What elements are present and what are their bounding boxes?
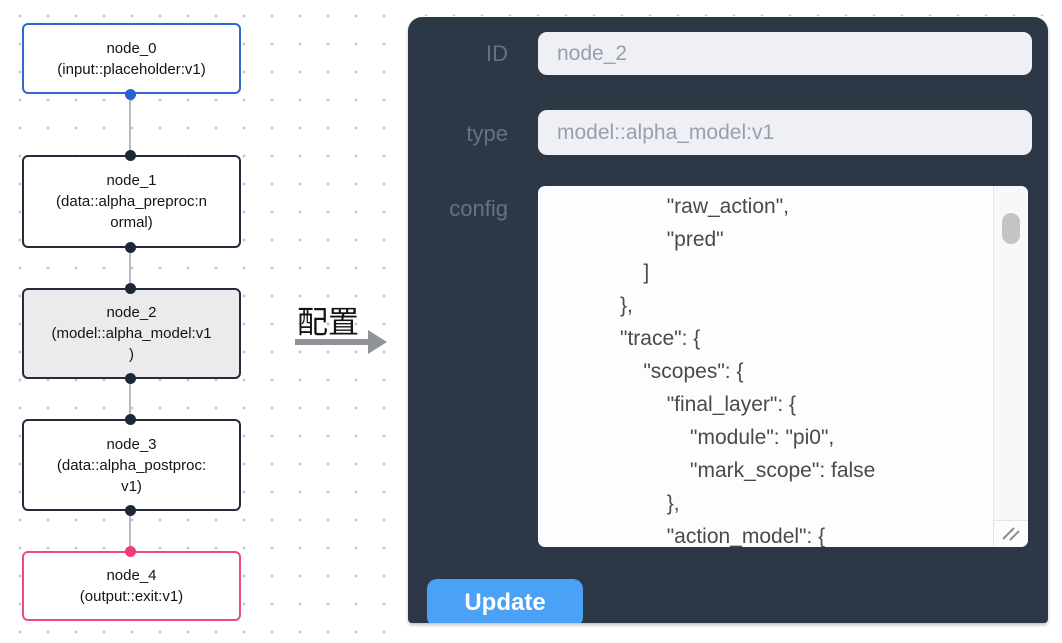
- config-panel: ID node_2 type model::alpha_model:v1 con…: [408, 17, 1048, 623]
- id-input[interactable]: node_2: [538, 32, 1032, 75]
- node-title: node_4: [106, 567, 157, 584]
- config-json-text[interactable]: "raw_action", "pred" ] }, "trace": { "sc…: [620, 195, 876, 547]
- node-node_4[interactable]: node_4 (output::exit:v1): [22, 551, 241, 621]
- update-button[interactable]: Update: [427, 579, 583, 623]
- right-arrow-head-icon: [368, 330, 387, 354]
- config-field-label: config: [449, 196, 508, 221]
- config-arrow-label: 配置: [297, 305, 359, 340]
- port-out-node_1[interactable]: [125, 242, 136, 253]
- edge-node3-node4[interactable]: [129, 510, 131, 552]
- port-in-node_2[interactable]: [125, 283, 136, 294]
- node-title: node_3: [106, 435, 157, 453]
- edge-node2-node3[interactable]: [129, 378, 131, 420]
- node-node_2-selected[interactable]: node_2 (model::alpha_model:v1 ): [22, 288, 241, 379]
- node-subtitle-line: (model::alpha_model:v1: [51, 325, 212, 342]
- node-subtitle-line: (output::exit:v1): [79, 588, 184, 605]
- node-subtitle-line: (data::alpha_postproc:: [56, 456, 207, 474]
- node-title: node_0: [106, 39, 157, 57]
- canvas-dot-strip: [406, 0, 1062, 16]
- node-node_3[interactable]: node_3 (data::alpha_postproc: v1): [22, 419, 241, 511]
- port-in-node_4[interactable]: [125, 546, 136, 557]
- id-field-label: ID: [486, 41, 508, 66]
- node-subtitle-line: ): [129, 346, 134, 363]
- port-in-node_1[interactable]: [125, 150, 136, 161]
- right-arrow-icon: [295, 339, 371, 345]
- node-subtitle-line: (input::placeholder:v1): [57, 60, 206, 78]
- config-textarea[interactable]: "raw_action", "pred" ] }, "trace": { "sc…: [538, 186, 1028, 547]
- edge-node1-node2[interactable]: [129, 247, 131, 289]
- resize-grip-icon: [1002, 527, 1020, 541]
- node-title: node_1: [106, 172, 157, 189]
- port-out-node_0[interactable]: [125, 89, 136, 100]
- port-in-node_3[interactable]: [125, 414, 136, 425]
- edge-node0-node1[interactable]: [129, 94, 131, 156]
- node-subtitle-line: v1): [121, 477, 142, 495]
- textarea-resize-handle[interactable]: [993, 520, 1028, 547]
- type-field-label: type: [466, 121, 508, 146]
- node-node_1[interactable]: node_1 (data::alpha_preproc:n ormal): [22, 155, 241, 248]
- port-out-node_2[interactable]: [125, 373, 136, 384]
- config-scrollbar-track[interactable]: [993, 186, 1028, 520]
- type-input[interactable]: model::alpha_model:v1: [538, 110, 1032, 155]
- node-node_0[interactable]: node_0 (input::placeholder:v1): [22, 23, 241, 94]
- node-title: node_2: [106, 304, 157, 321]
- port-out-node_3[interactable]: [125, 505, 136, 516]
- node-subtitle-line: ormal): [110, 214, 153, 231]
- config-scrollbar-thumb[interactable]: [1002, 213, 1020, 244]
- node-subtitle-line: (data::alpha_preproc:n: [56, 193, 207, 210]
